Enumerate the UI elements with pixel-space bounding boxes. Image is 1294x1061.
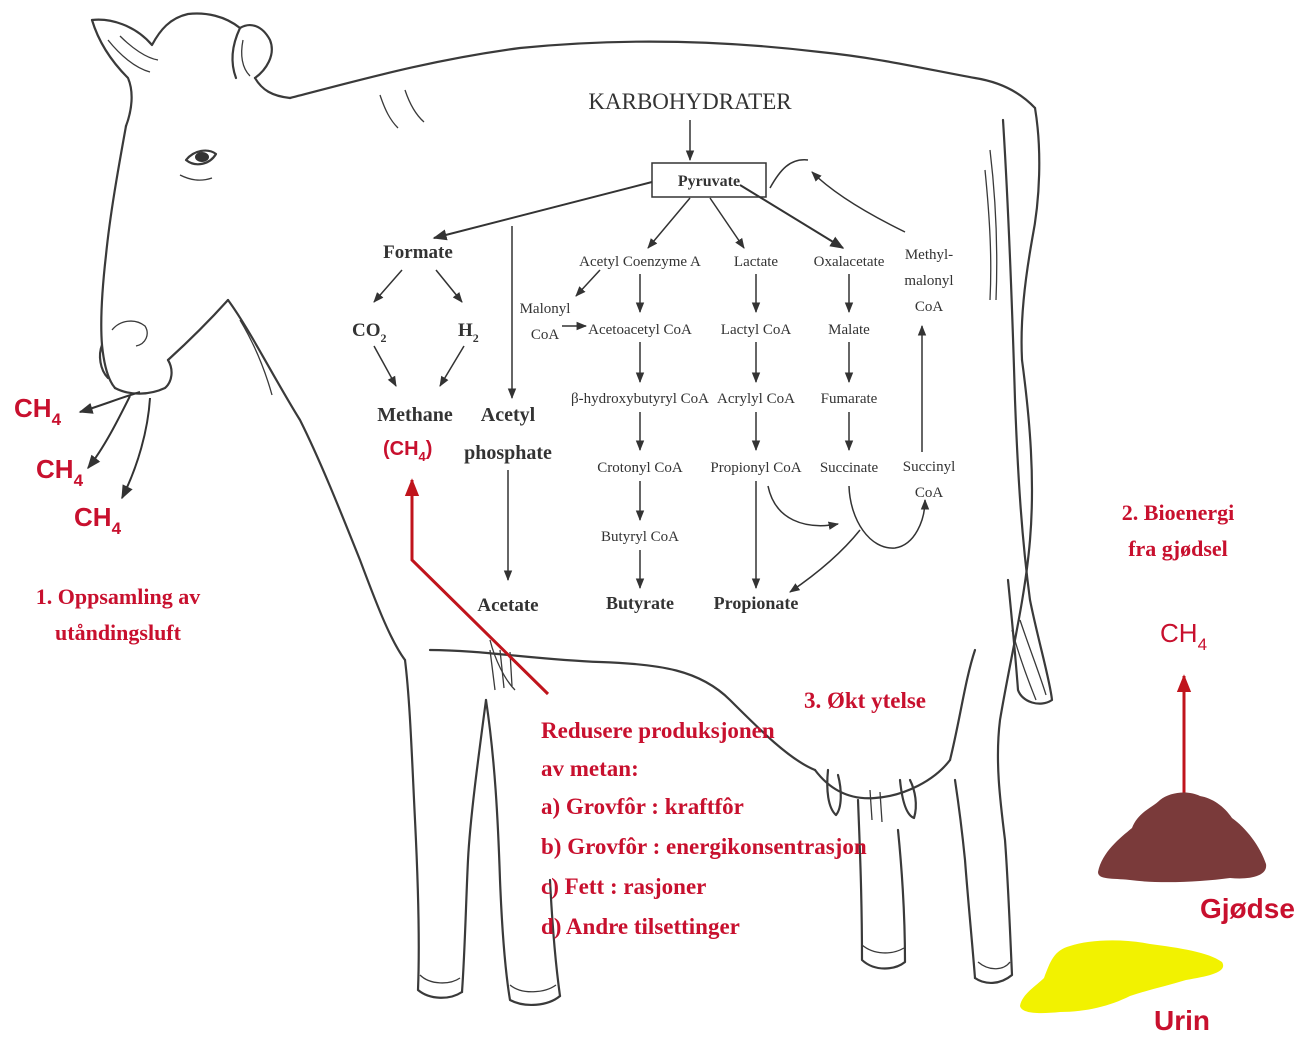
lactate-label: Lactate	[734, 254, 778, 270]
methylmalonyl-label-3: CoA	[915, 299, 944, 315]
propionyl-label: Propionyl CoA	[710, 460, 801, 476]
reduce-title-1: Redusere produksjonen	[541, 718, 775, 743]
reduce-block: Redusere produksjonen av metan: a) Grovf…	[541, 718, 867, 939]
breath-ch4-1: CH4	[14, 393, 62, 429]
co2-label: CO2	[352, 320, 387, 345]
acetyl-phosphate-label-1: Acetyl	[481, 404, 536, 426]
manure-label: Gjødsel	[1200, 893, 1294, 924]
pyruvate-label: Pyruvate	[678, 173, 740, 190]
oxalacetate-label: Oxalacetate	[814, 254, 885, 270]
propionate-label: Propionate	[714, 593, 799, 613]
acetyl-coa-label: Acetyl Coenzyme A	[579, 254, 701, 270]
bioenergy-ch4: CH4	[1160, 618, 1207, 654]
reduce-item-c: c) Fett : rasjoner	[541, 874, 706, 899]
hydroxybutyryl-label: β-hydroxybutyryl CoA	[571, 391, 709, 407]
root-label: KARBOHYDRATER	[588, 89, 792, 114]
butyrate-label: Butyrate	[606, 593, 674, 613]
acetyl-phosphate-label-2: phosphate	[464, 442, 552, 464]
breath-caption-2: utåndingsluft	[55, 620, 182, 645]
reduce-title-2: av metan:	[541, 756, 639, 781]
reduce-arrow	[412, 480, 548, 694]
formate-label: Formate	[383, 242, 453, 263]
malonyl-label-1: Malonyl	[520, 301, 571, 317]
reduce-item-d: d) Andre tilsettinger	[541, 914, 740, 939]
malate-label: Malate	[828, 322, 870, 338]
succinyl-label-2: CoA	[915, 485, 944, 501]
reduce-item-a: a) Grovfôr : kraftfôr	[541, 794, 744, 819]
pathway-arrows	[374, 120, 925, 592]
manure-pile-icon	[1098, 793, 1266, 883]
performance-label: 3. Økt ytelse	[804, 688, 926, 713]
acrylyl-label: Acrylyl CoA	[717, 391, 795, 407]
urine-puddle-icon	[1020, 940, 1223, 1013]
urine-label: Urin	[1154, 1005, 1210, 1036]
h2-label: H2	[458, 320, 479, 345]
acetate-label: Acetate	[477, 595, 538, 616]
methylmalonyl-label-2: malonyl	[904, 273, 953, 289]
reduce-item-b: b) Grovfôr : energikonsentrasjon	[541, 834, 867, 859]
breath-caption-1: 1. Oppsamling av	[36, 584, 200, 609]
lactyl-label: Lactyl CoA	[721, 322, 792, 338]
crotonyl-label: Crotonyl CoA	[597, 460, 683, 476]
malonyl-label-2: CoA	[531, 327, 560, 343]
succinate-label: Succinate	[820, 460, 879, 476]
breath-ch4-2: CH4	[36, 454, 84, 490]
butyryl-label: Butyryl CoA	[601, 529, 679, 545]
breath-ch4-3: CH4	[74, 502, 122, 538]
acetoacetyl-label: Acetoacetyl CoA	[588, 322, 692, 338]
methane-formula: (CH4)	[383, 438, 432, 464]
fumarate-label: Fumarate	[821, 391, 878, 407]
succinyl-label-1: Succinyl	[903, 459, 956, 475]
breath-arrows	[80, 392, 150, 498]
bioenergy-title-1: 2. Bioenergi	[1122, 500, 1234, 525]
pathway-diagram: KARBOHYDRATER Pyruvate Formate CO2 H2 Me…	[352, 89, 955, 616]
bioenergy-title-2: fra gjødsel	[1128, 536, 1228, 561]
methylmalonyl-label-1: Methyl-	[905, 247, 953, 263]
methane-label: Methane	[377, 404, 453, 426]
